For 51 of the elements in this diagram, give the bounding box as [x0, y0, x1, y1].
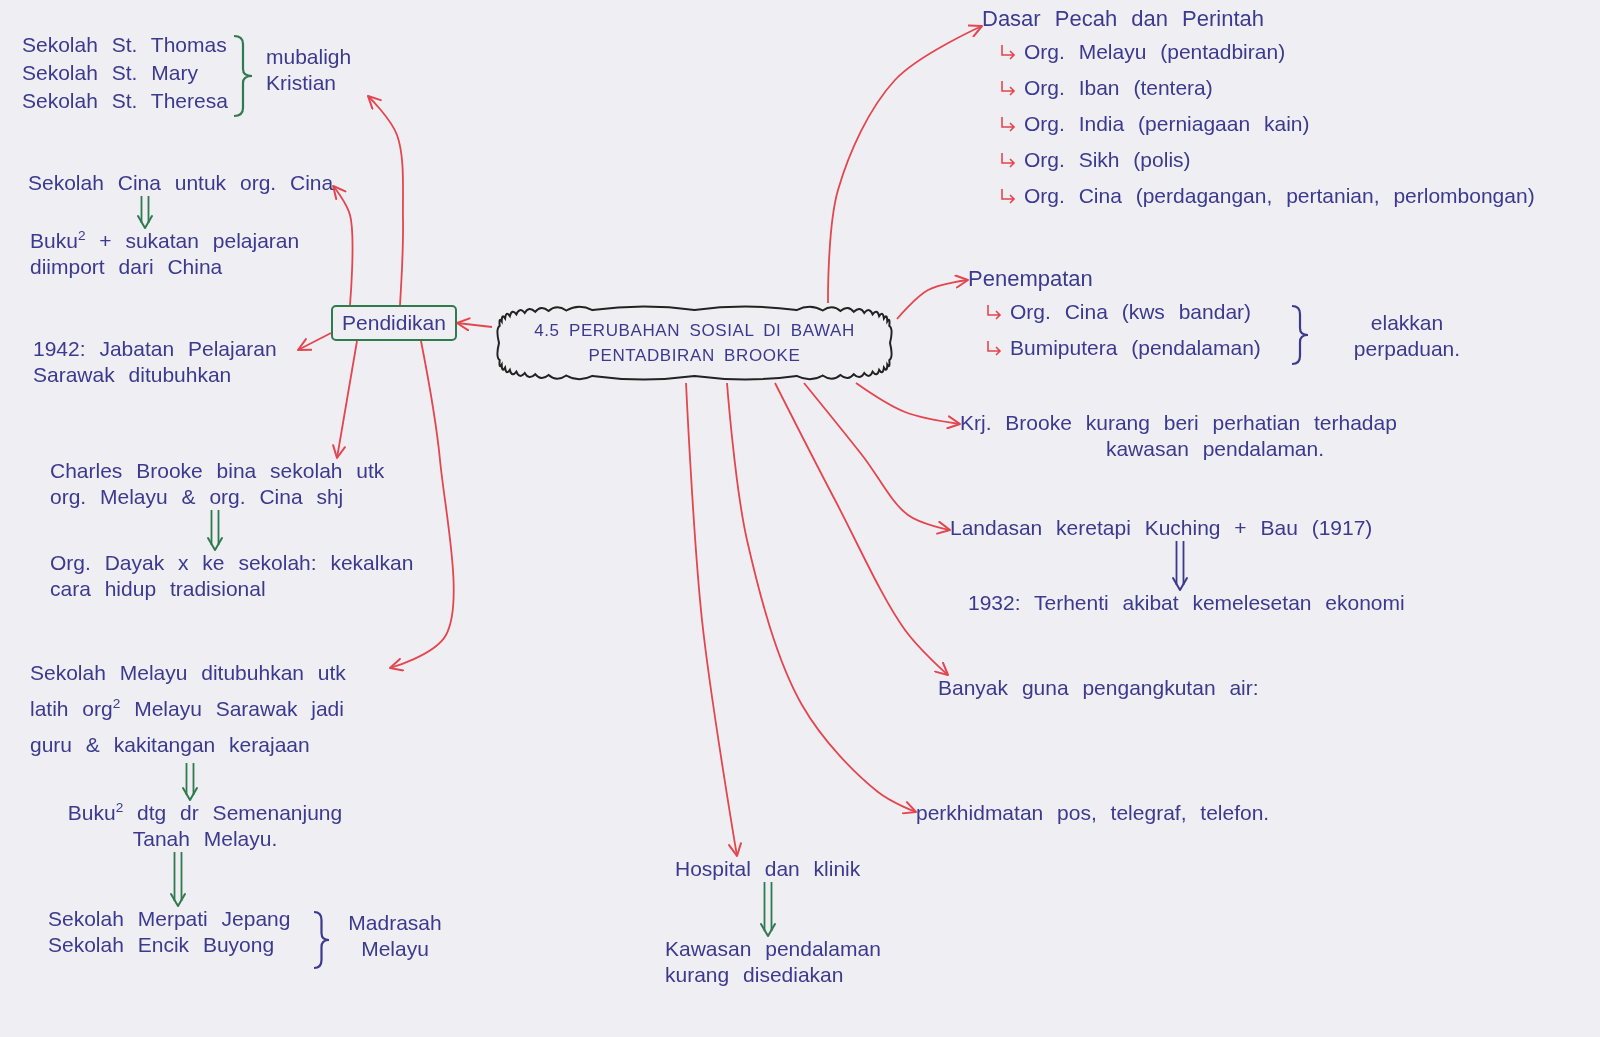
list-item-text: Org. Cina (kws bandar): [1010, 299, 1252, 325]
double-arrow: [760, 881, 776, 937]
list-item-text: Org. Cina (perdagangan, pertanian, perlombongan): [1024, 183, 1535, 209]
note-text: Kawasan pendalaman kurang disediakan: [665, 936, 915, 988]
double-arrow: [182, 762, 198, 801]
list-item-text: Org. Iban (tentera): [1024, 75, 1213, 101]
note-text: Sekolah Encik Buyong: [48, 932, 275, 958]
arrow: [803, 382, 951, 535]
double-arrow: [137, 195, 153, 229]
note-text: Sekolah Merpati Jepang: [48, 906, 291, 932]
note-text: Banyak guna pengangkutan air:: [938, 675, 1259, 701]
note-text: 1932: Terhenti akibat kemelesetan ekonomi: [968, 590, 1405, 616]
note-text: perkhidmatan pos, telegraf, telefon.: [916, 800, 1270, 826]
side-note: Sekolah St. Thomas: [22, 32, 227, 58]
arrow: [774, 382, 949, 676]
arrow: [297, 332, 332, 351]
arrow: [685, 382, 742, 857]
side-note: Sekolah St. Mary: [22, 60, 198, 86]
note-text: Landasan keretapi Kuching + Bau (1917): [950, 515, 1373, 541]
note-text: mubaligh Kristian: [266, 44, 378, 96]
arrow: [389, 340, 455, 672]
double-arrow: [1172, 540, 1188, 591]
side-note: Madrasah Melayu: [347, 910, 443, 962]
double-arrow: [170, 851, 186, 907]
note-text: Org. Dayak x ke sekolah: kekalkan cara hidup tradisional: [50, 550, 430, 602]
arrow: [726, 382, 917, 815]
note-text: Buku$^{2}$ dtg dr Semenanjung Tanah Melayu.: [50, 800, 360, 852]
arrow: [367, 95, 404, 306]
arrow: [332, 340, 358, 459]
note-text: Krj. Brooke kurang beri perhatian terhadap kawasan pendalaman.: [960, 410, 1470, 462]
side-note: Sekolah St. Theresa: [22, 88, 228, 114]
arrow: [827, 24, 983, 304]
arrow: [896, 274, 969, 320]
framed-heading: Pendidikan: [331, 305, 457, 341]
list-item-text: Org. Melayu (pentadbiran): [1024, 39, 1286, 65]
note-text: Buku$^{2}$ + sukatan pelajaran diimport dari China: [30, 228, 330, 280]
list-item-text: Org. India (perniagaan kain): [1024, 111, 1310, 137]
side-note: elakkan perpaduan.: [1352, 310, 1462, 362]
list-item-text: Bumiputera (pendalaman): [1010, 335, 1261, 361]
note-text: 1942: Jabatan Pelajaran Sarawak ditubuhkan: [33, 336, 298, 388]
list-heading: Dasar Pecah dan Perintah: [982, 5, 1265, 33]
note-text: Hospital dan klinik: [675, 856, 861, 882]
list-item-text: Org. Sikh (polis): [1024, 147, 1191, 173]
note-text: Sekolah Melayu ditubuhkan utk latih org$^{2}$ Melayu Sarawak jadi guru & kakitangan kerajaan: [30, 655, 390, 763]
arrow: [855, 382, 961, 430]
note-text: Charles Brooke bina sekolah utk org. Melayu & org. Cina shj: [50, 458, 410, 510]
arrow: [456, 317, 493, 332]
note-text: Sekolah Cina untuk org. Cina: [28, 170, 334, 196]
double-arrow: [207, 509, 223, 551]
list-heading: Penempatan: [968, 265, 1093, 293]
arrow: [332, 185, 354, 306]
